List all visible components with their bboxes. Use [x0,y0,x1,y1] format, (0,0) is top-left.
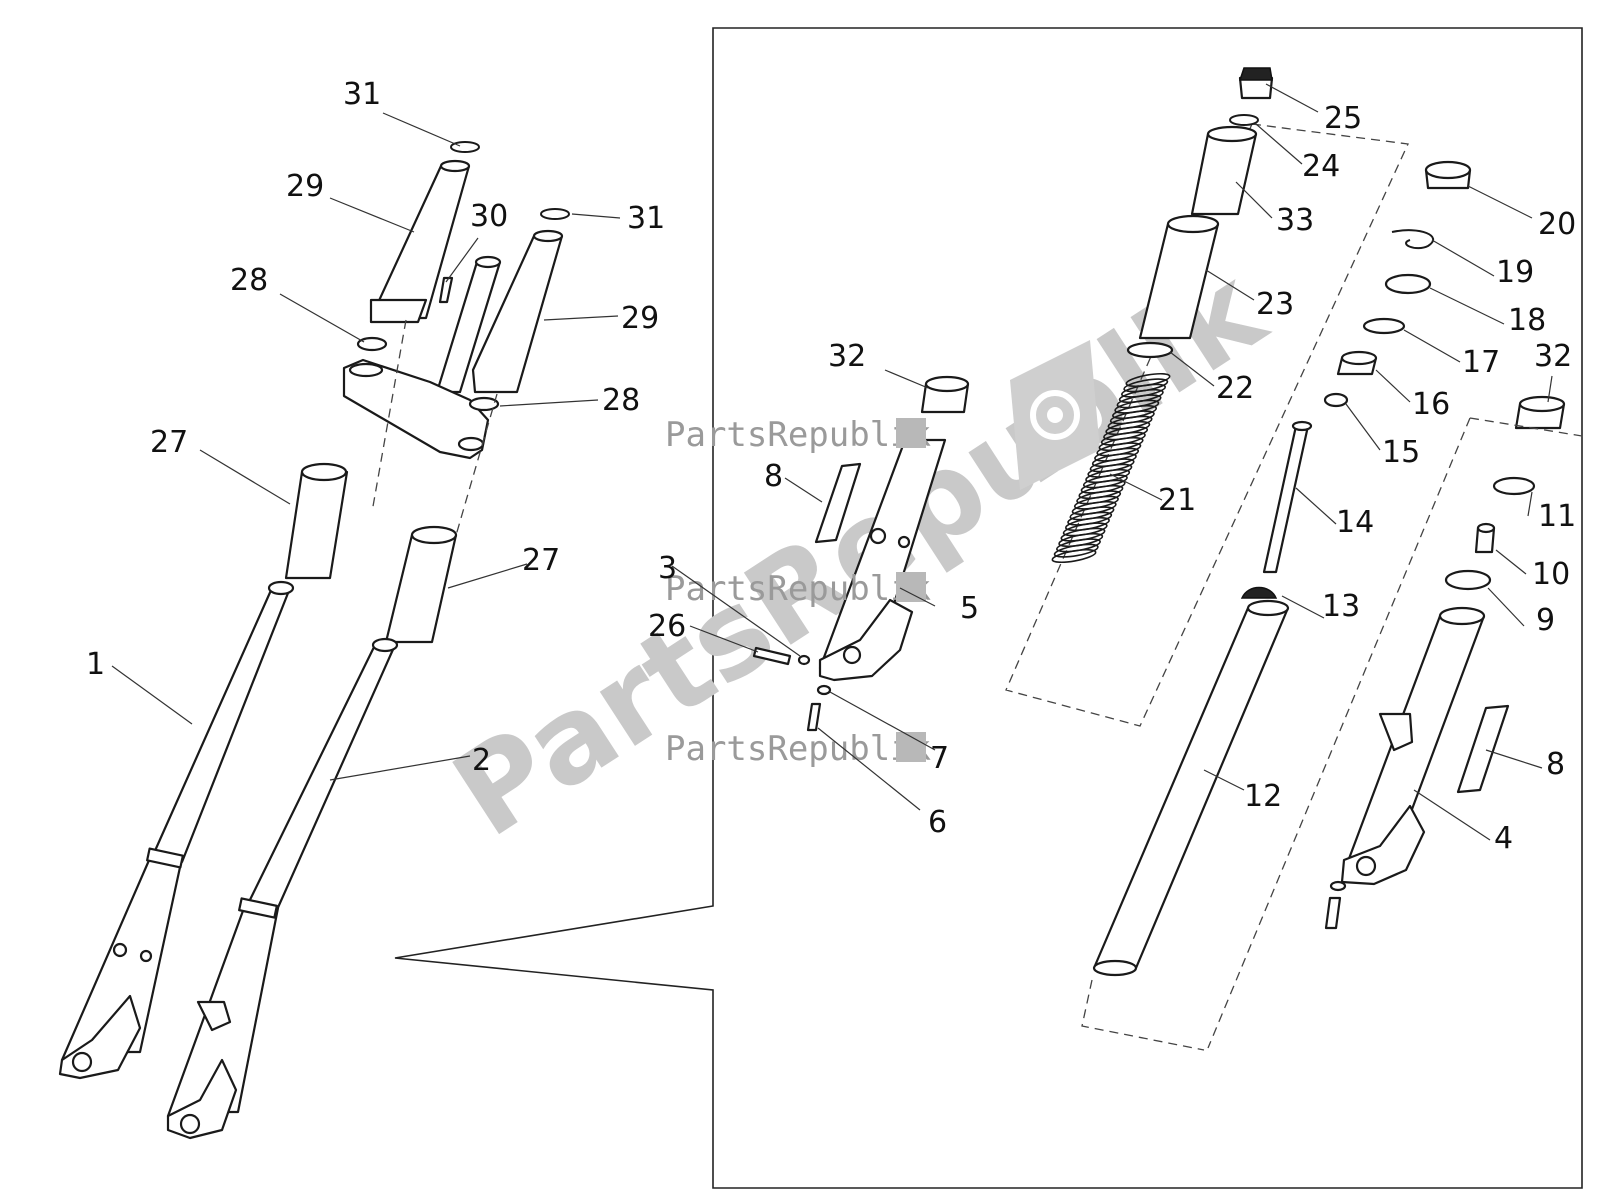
ring-15 [1323,392,1349,408]
slider-3 [818,438,947,682]
stopper-13 [1240,586,1278,599]
callout-26: 26 [648,609,686,644]
bush-11 [1492,476,1536,496]
cap-9 [1444,569,1492,591]
callout-20: 20 [1538,207,1576,242]
callout-19: 19 [1496,255,1534,290]
gear-flag-icon [1010,340,1100,490]
svg-text:PartsRepublik: PartsRepublik [665,729,931,769]
callout-29: 29 [621,301,659,336]
callout-32: 32 [828,339,866,374]
callout-12: 12 [1244,779,1282,814]
callout-27: 27 [150,425,188,460]
bush-16 [1336,350,1378,376]
callout-1: 1 [86,647,105,682]
callout-28: 28 [602,383,640,418]
watermark-small-2: PartsRepublik [665,569,931,609]
ring-28-left [356,336,388,352]
washer-17 [1362,317,1406,335]
fork-cap-left [369,159,471,324]
leader-lines [111,83,1553,841]
spring-21 [1051,372,1171,564]
callout-2: 2 [472,743,491,778]
washer-22 [1126,341,1174,359]
callout-31: 31 [627,201,665,236]
dust-seal-20 [1424,160,1472,190]
callout-15: 15 [1382,435,1420,470]
callout-23: 23 [1256,287,1294,322]
callout-32: 32 [1534,339,1572,374]
callout-33: 33 [1276,203,1314,238]
callout-4: 4 [1494,821,1513,856]
callout-24: 24 [1302,149,1340,184]
o-ring-31-left [450,141,480,153]
callout-18: 18 [1508,303,1546,338]
o-ring-31-right [540,208,570,220]
callout-31: 31 [343,77,381,112]
callout-3: 3 [658,551,677,586]
damper-rod-14 [1262,424,1310,574]
bolt-26 [752,646,792,666]
fork-leg-2 [166,637,399,1140]
callout-10: 10 [1532,557,1570,592]
callout-28: 28 [230,263,268,298]
seal-18 [1384,273,1432,295]
preload-tube-23 [1138,214,1220,340]
guard-8-right [1456,704,1510,794]
watermark-small-1: PartsRepublik [665,415,931,455]
callout-25: 25 [1324,101,1362,136]
callout-30: 30 [470,199,508,234]
sleeve-27-right [384,525,458,644]
svg-text:PartsRepublik: PartsRepublik [665,415,931,455]
callout-9: 9 [1536,603,1555,638]
callout-21: 21 [1158,483,1196,518]
detail-frame [394,27,1583,1189]
bush-32-right [1514,395,1566,430]
outer-slider-4 [1340,606,1486,886]
callout-8: 8 [764,459,783,494]
svg-text:PartsRepublik: PartsRepublik [665,569,931,609]
inner-tube-12 [1092,599,1290,977]
watermark-small-3: PartsRepublik [665,729,931,769]
callout-7: 7 [930,741,949,776]
callout-6: 6 [928,805,947,840]
callout-16: 16 [1412,387,1450,422]
callout-8: 8 [1546,747,1565,782]
spring-coil [1053,543,1099,558]
o-ring-24 [1229,114,1259,126]
bolt-6 [806,702,822,732]
bolt-bottom [1324,896,1342,930]
callout-14: 14 [1336,505,1374,540]
callout-labels: 31 29 30 31 28 29 28 27 27 1 2 32 8 3 26… [86,77,1576,856]
callout-29: 29 [286,169,324,204]
circlip-19 [1391,229,1435,250]
callout-17: 17 [1462,345,1500,380]
sleeve-27-left [284,462,349,580]
fork-cap-right [471,229,564,394]
callout-11: 11 [1538,499,1576,534]
guard-8-left [814,462,862,544]
callout-13: 13 [1322,589,1360,624]
callout-27: 27 [522,543,560,578]
callout-22: 22 [1216,371,1254,406]
washer-7 [816,684,832,696]
bush-32-left [920,375,970,414]
spring-coil [1051,548,1097,564]
spacer-33 [1190,125,1258,216]
washer-bottom [1329,880,1347,892]
top-cap-25 [1238,67,1274,100]
ring-28-right [468,396,500,412]
callout-5: 5 [960,591,979,626]
fork-leg-1 [58,580,295,1080]
bush-10 [1474,522,1496,554]
